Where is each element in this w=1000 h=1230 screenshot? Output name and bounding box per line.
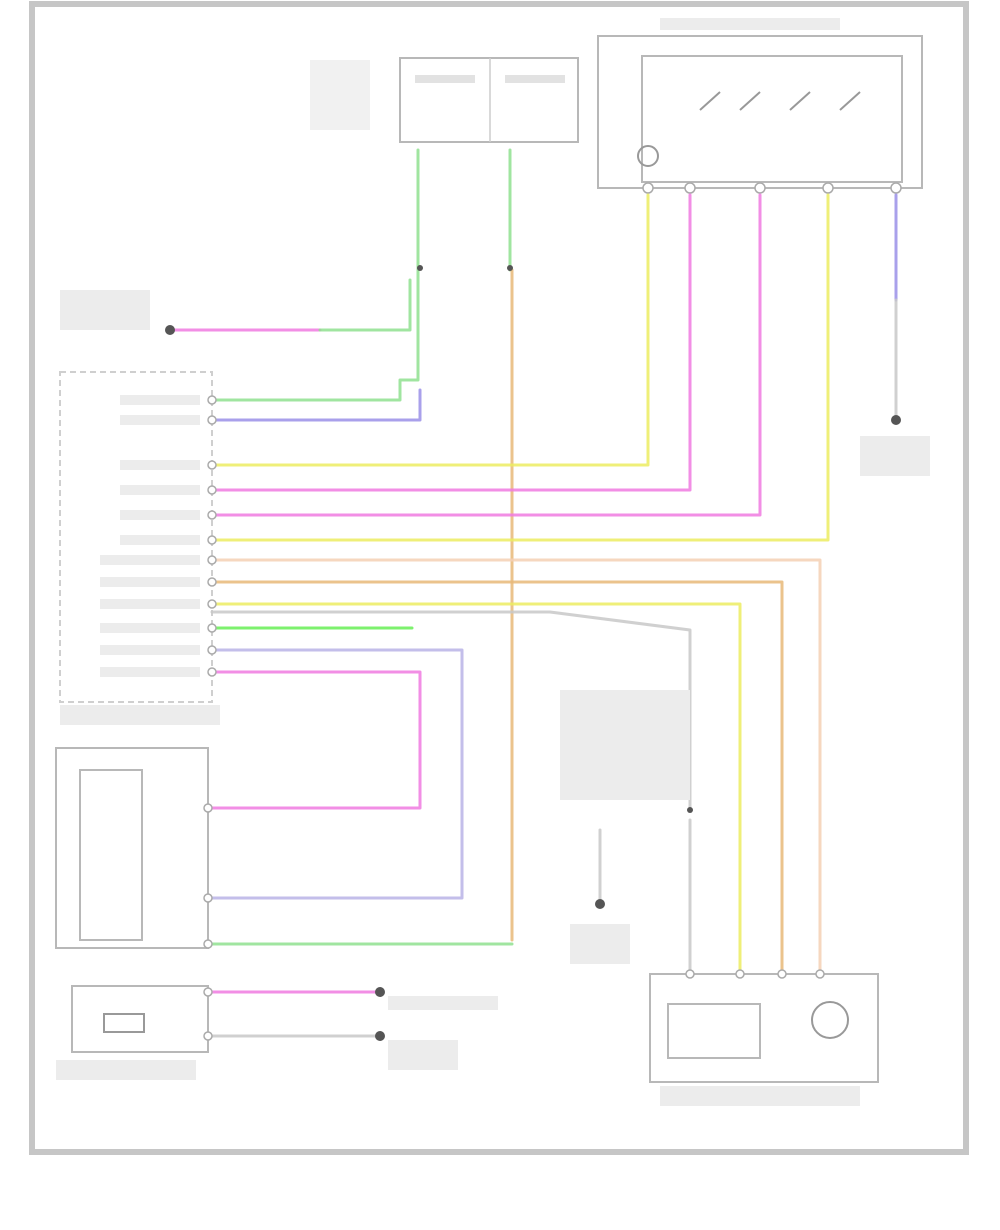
module-pins: [207, 395, 217, 677]
ground-symbol-icon: [595, 899, 605, 909]
fuse-note-block: [310, 60, 370, 130]
wire-pink-switch: [210, 670, 422, 810]
wire-pink-1: [210, 193, 692, 492]
connector-pin: [684, 182, 696, 194]
motor-icon: [811, 1001, 849, 1039]
driver-seat-module-box: [59, 371, 213, 703]
switch-contact-icon: [699, 91, 861, 111]
fuse-label-left: [415, 75, 475, 83]
switch-pins: [203, 803, 213, 1041]
pedal-motor-box: [649, 973, 879, 1083]
splice-icon: [417, 265, 423, 271]
wire-green-left-panel: [318, 278, 412, 332]
wire-pink-2: [210, 193, 762, 517]
fuse-label-right: [505, 75, 565, 83]
wire-yellow-2: [210, 193, 830, 542]
splice-icon: [687, 807, 693, 813]
diagram-frame: [29, 1, 969, 1155]
fuse-box: [399, 57, 579, 143]
indicator-lamp-icon: [637, 145, 659, 167]
wire-green-fuse-left: [210, 148, 420, 402]
ground-symbol-icon: [375, 1031, 385, 1041]
connector-pin: [754, 182, 766, 194]
wire-yellow-motor: [210, 602, 742, 974]
wire-peach-motor: [210, 558, 822, 974]
splice-icon: [507, 265, 513, 271]
wire-violet-module: [210, 388, 422, 422]
connector-pin: [822, 182, 834, 194]
connector-pin: [642, 182, 654, 194]
memory-seat-switch-inner: [641, 55, 903, 183]
ground-symbol-icon: [891, 415, 901, 425]
wire-yellow-1: [210, 193, 650, 467]
motor-pins: [685, 969, 825, 979]
ground-symbol-icon: [375, 987, 385, 997]
connector-pin: [890, 182, 902, 194]
lamp-icon: [103, 1013, 145, 1033]
pedal-sensor-box: [667, 1003, 761, 1059]
ground-symbol-icon: [165, 325, 175, 335]
illegible-label-blocks: [56, 18, 930, 1106]
pedal-switch-lower-box: [71, 985, 209, 1053]
pedal-switch-inner: [79, 769, 143, 941]
adjustable-pedal-switch-box: [55, 747, 209, 949]
wire-lavender-switch: [210, 648, 464, 900]
wire-orange-motor: [210, 580, 784, 974]
